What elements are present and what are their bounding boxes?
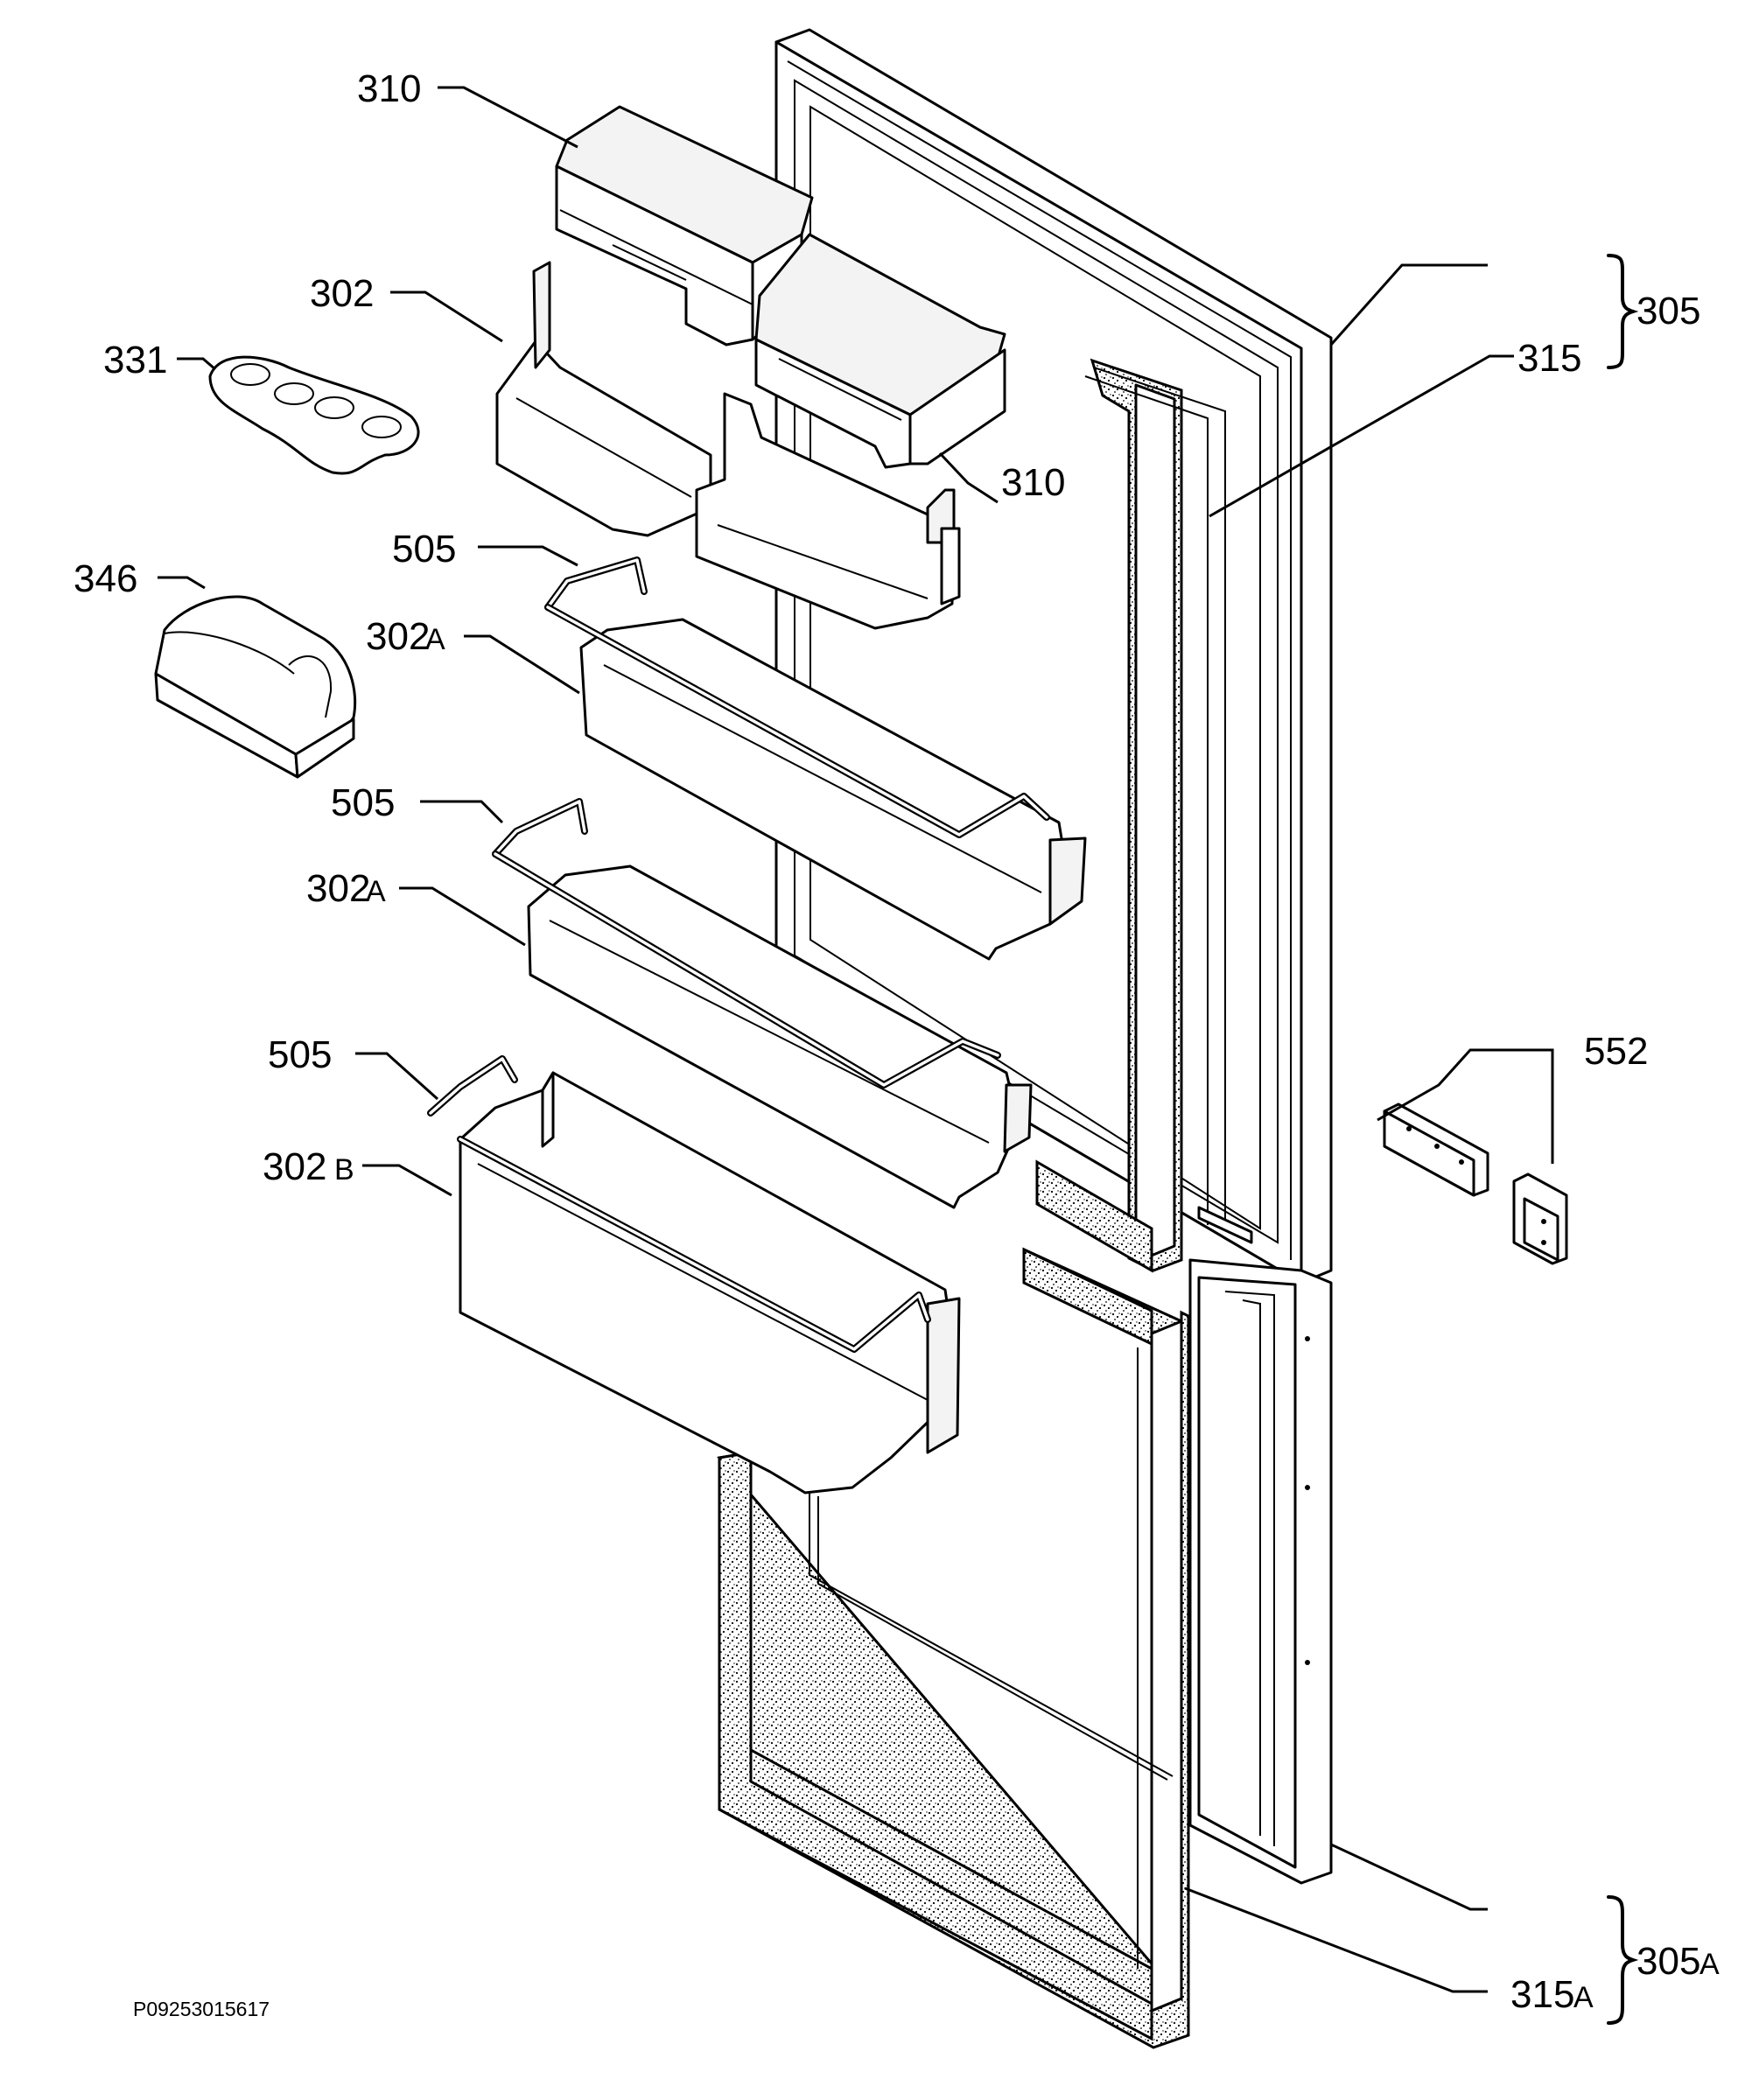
label-310-mid: 310 (1001, 461, 1065, 504)
brace-305 (1607, 254, 1639, 369)
label-302a-lower-suffix: A (366, 875, 386, 908)
part-302-door-bin-pair (495, 261, 961, 630)
label-505-a: 505 (392, 528, 456, 570)
label-305a: 305 (1636, 1940, 1700, 1983)
label-302a-upper: 302 (366, 615, 430, 658)
part-552-hinge-plates (1383, 1102, 1568, 1265)
label-315a: 315 (1510, 1973, 1574, 2016)
part-302b-bottom-bin (427, 1055, 961, 1494)
label-305: 305 (1636, 290, 1700, 332)
leader-lines (158, 86, 1554, 1993)
part-310-lid-mid (754, 233, 1006, 469)
label-302a-upper-suffix: A (425, 623, 445, 656)
label-302a-lower: 302 (306, 867, 370, 910)
callout-labels: 310 310 302 331 346 505 302 A 505 302 A … (74, 67, 1720, 2020)
label-505-b: 505 (331, 781, 395, 824)
upper-door-gasket (1035, 358, 1253, 1273)
part-331-egg-tray (208, 355, 420, 475)
part-302a-shelf-upper (544, 556, 1087, 961)
label-310-top: 310 (357, 67, 421, 110)
label-305a-suffix: A (1699, 1948, 1720, 1981)
label-505-c: 505 (268, 1033, 332, 1076)
label-302b-suffix: B (334, 1153, 354, 1186)
label-302b: 302 (263, 1145, 326, 1188)
label-302: 302 (310, 272, 374, 315)
label-552: 552 (1584, 1030, 1648, 1073)
brace-305a (1607, 1895, 1639, 2025)
part-302a-shelf-lower (492, 798, 1033, 1209)
label-331: 331 (103, 339, 167, 382)
drawing-code: P09253015617 (133, 1998, 270, 2020)
label-346: 346 (74, 557, 137, 600)
lower-door-panel (1188, 1258, 1333, 1885)
label-315a-suffix: A (1573, 1981, 1594, 2014)
lower-door-gasket (717, 1247, 1190, 2049)
label-315: 315 (1517, 337, 1581, 380)
part-346-butter-dish (154, 595, 357, 779)
